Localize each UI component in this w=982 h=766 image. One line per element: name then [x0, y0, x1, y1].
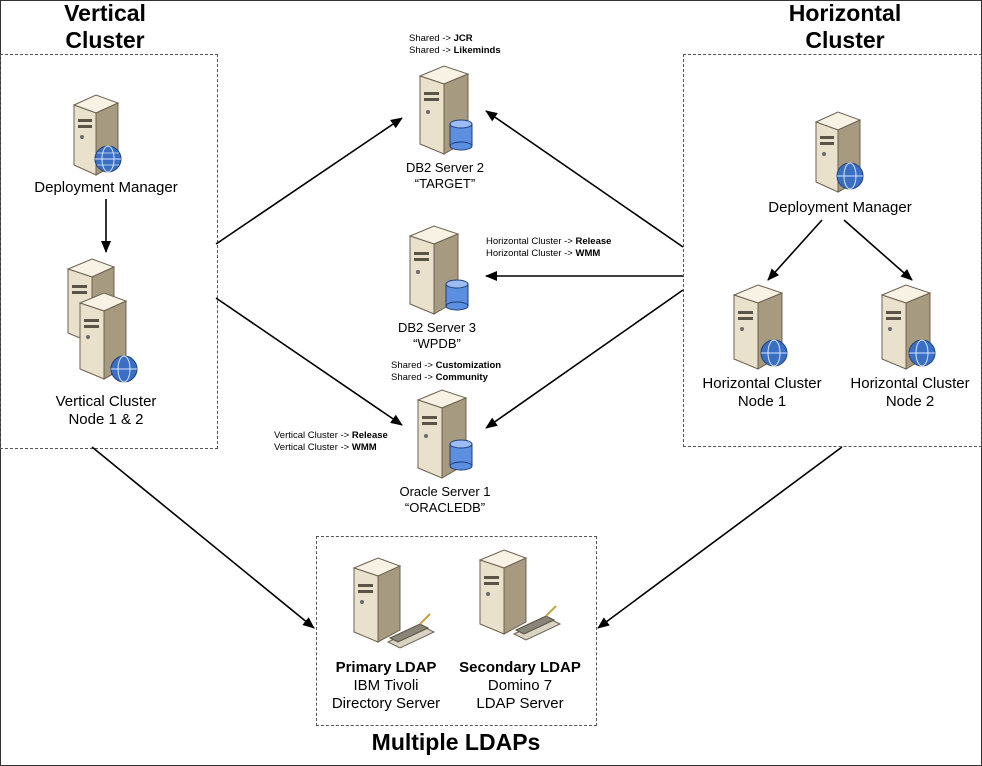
vertical-deployment-manager-label: Deployment Manager — [34, 179, 178, 196]
oracle-server-1-alias: “ORACLEDB” — [404, 500, 486, 515]
secondary-ldap-line2: LDAP Server — [476, 695, 564, 712]
oracle-server-1-note-wmm: Vertical Cluster -> WMM — [274, 442, 377, 453]
vertical-cluster-title: Vertical Cluster — [40, 0, 170, 54]
horizontal-cluster-node1-server-icon — [732, 284, 788, 370]
arrow-horizontal-to-db2-server-2 — [485, 110, 684, 248]
ldaps-box — [316, 536, 597, 726]
db2-server-2-note-jcr: Shared -> JCR — [409, 33, 473, 44]
oracle-server-1-note-release: Vertical Cluster -> Release — [274, 430, 388, 441]
primary-ldap-server-icon — [352, 557, 436, 649]
db2-server-3-notes: Horizontal Cluster -> Release Horizontal… — [486, 236, 611, 260]
secondary-ldap-server-icon — [478, 549, 562, 641]
multiple-ldaps-title: Multiple LDAPs — [371, 729, 541, 755]
arrow-vertical-to-ldaps — [91, 446, 315, 629]
horizontal-cluster-node1-label: Horizontal Cluster Node 1 — [692, 375, 832, 411]
oracle-server-1-database-icon — [416, 389, 473, 479]
horizontal-deployment-manager-label: Deployment Manager — [768, 199, 912, 216]
primary-ldap-line2: Directory Server — [331, 695, 441, 712]
vertical-cluster-nodes-server-icon — [66, 258, 138, 383]
db2-server-3-alias: “WPDB” — [413, 336, 461, 351]
arrow-vertical-to-oracle-server-1 — [215, 297, 403, 426]
db2-server-2-notes: Shared -> JCR Shared -> Likeminds — [409, 33, 501, 57]
horizontal-cluster-node2-label-line2: Node 2 — [885, 393, 935, 410]
horizontal-cluster-title-line2: Cluster — [805, 27, 885, 53]
vertical-cluster-box — [0, 54, 218, 449]
db2-server-2-alias: “TARGET” — [414, 176, 476, 191]
oracle-server-1-left-notes: Vertical Cluster -> Release Vertical Clu… — [274, 430, 388, 454]
arrow-hdm-to-hnode1 — [767, 219, 823, 281]
vertical-cluster-title-line2: Cluster — [65, 27, 145, 53]
vertical-cluster-nodes-label: Vertical Cluster Node 1 & 2 — [16, 393, 196, 429]
db2-server-2-note-likeminds: Shared -> Likeminds — [409, 45, 501, 56]
vertical-deployment-manager-server-icon — [72, 94, 122, 176]
vertical-cluster-nodes-label-line1: Vertical Cluster — [55, 393, 157, 410]
secondary-ldap-title: Secondary LDAP — [459, 659, 581, 676]
secondary-ldap-label: Secondary LDAP Domino 7 LDAP Server — [450, 659, 590, 713]
horizontal-cluster-node1-label-line2: Node 1 — [737, 393, 787, 410]
primary-ldap-title: Primary LDAP — [335, 659, 437, 676]
horizontal-cluster-node2-label-line1: Horizontal Cluster — [850, 375, 970, 392]
horizontal-deployment-manager-server-icon — [814, 111, 864, 193]
db2-server-3-database-icon — [408, 225, 469, 315]
vertical-cluster-title-line1: Vertical — [64, 0, 146, 26]
horizontal-cluster-node2-server-icon — [880, 284, 936, 370]
db2-server-3-note-wmm: Horizontal Cluster -> WMM — [486, 248, 601, 259]
arrow-vertical-to-db2-server-2 — [215, 117, 403, 245]
horizontal-cluster-node1-label-line1: Horizontal Cluster — [702, 375, 822, 392]
db2-server-3-label: DB2 Server 3 “WPDB” — [372, 320, 502, 352]
primary-ldap-label: Primary LDAP IBM Tivoli Directory Server — [316, 659, 456, 713]
oracle-server-1-label: Oracle Server 1 “ORACLEDB” — [380, 484, 510, 516]
oracle-server-1-name: Oracle Server 1 — [399, 484, 491, 499]
horizontal-cluster-title: Horizontal Cluster — [770, 0, 920, 54]
arrow-horizontal-to-oracle-server-1 — [485, 289, 684, 429]
db2-server-2-name: DB2 Server 2 — [405, 160, 485, 175]
db2-server-2-database-icon — [418, 65, 473, 155]
db2-server-2-label: DB2 Server 2 “TARGET” — [380, 160, 510, 192]
db2-server-3-name: DB2 Server 3 — [397, 320, 477, 335]
primary-ldap-line1: IBM Tivoli — [353, 677, 419, 694]
oracle-server-1-note-customization: Shared -> Customization — [391, 360, 502, 371]
oracle-server-1-note-community: Shared -> Community — [391, 372, 488, 383]
arrow-hdm-to-hnode2 — [843, 219, 913, 281]
secondary-ldap-line1: Domino 7 — [487, 677, 553, 694]
arrow-horizontal-to-ldaps — [597, 446, 843, 629]
db2-server-3-note-release: Horizontal Cluster -> Release — [486, 236, 612, 247]
oracle-server-1-top-notes: Shared -> Customization Shared -> Commun… — [391, 360, 501, 384]
horizontal-cluster-node2-label: Horizontal Cluster Node 2 — [842, 375, 978, 411]
vertical-cluster-nodes-label-line2: Node 1 & 2 — [68, 411, 144, 428]
horizontal-cluster-title-line1: Horizontal — [788, 0, 902, 26]
